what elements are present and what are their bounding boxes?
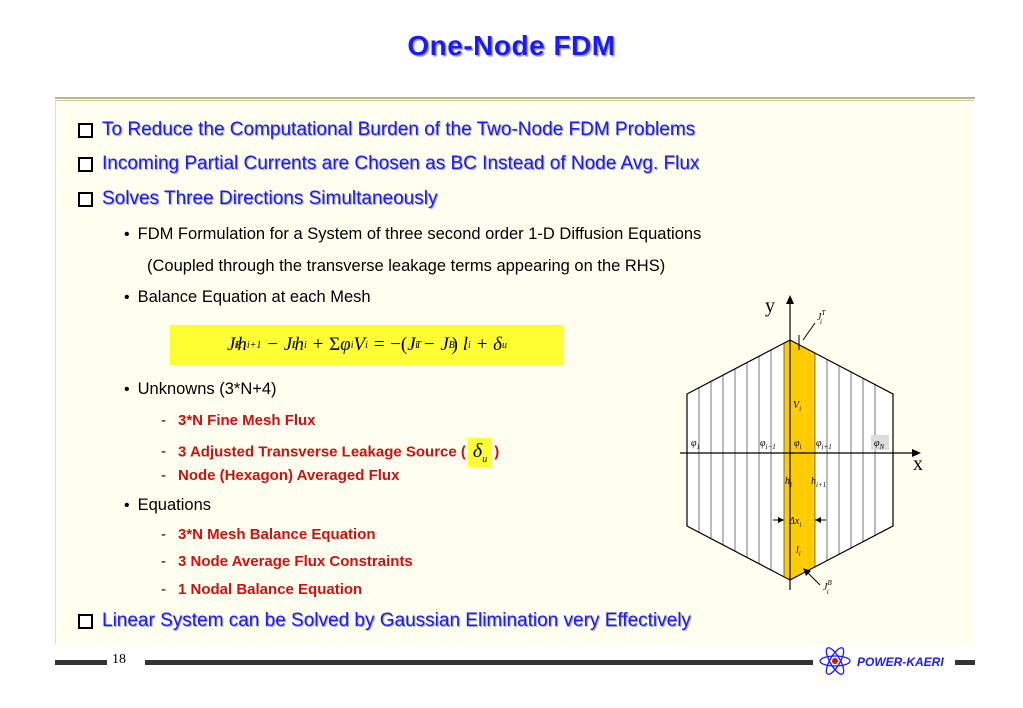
bullet-2-text: Incoming Partial Currents are Chosen as … (102, 153, 700, 174)
sub-bullet-fdm: • FDM Formulation for a System of three s… (124, 225, 701, 244)
sub-unknowns-text: Unknowns (3*N+4) (137, 380, 277, 398)
footer-rule-middle (145, 660, 813, 665)
highlighted-mesh (783, 340, 816, 580)
sub-bullet-unknowns: • Unknowns (3*N+4) (124, 380, 277, 399)
checkbox-bullet-icon (78, 156, 93, 172)
bullet-2: Incoming Partial Currents are Chosen as … (78, 153, 699, 175)
dot-bullet-icon: • (124, 381, 130, 398)
hi-label: hi (785, 476, 792, 489)
li-label: li (796, 545, 801, 558)
equation-item-3: -1 Nodal Balance Equation (161, 581, 363, 598)
dx-label: Δxi (788, 516, 801, 529)
dx-left-arrow-icon (778, 517, 784, 523)
fdm-note: (Coupled through the transverse leakage … (147, 257, 666, 275)
bullet-4: Linear System can be Solved by Gaussian … (78, 610, 691, 632)
y-axis-label: y (765, 295, 775, 317)
x-axis-label: x (913, 453, 923, 475)
checkbox-bullet-icon (78, 613, 93, 629)
checkbox-bullet-icon (78, 191, 93, 207)
unknown-item-3: -Node (Hexagon) Averaged Flux (161, 467, 400, 484)
dot-bullet-icon: • (124, 497, 130, 514)
bullet-3-text: Solves Three Directions Simultaneously (102, 188, 438, 209)
page-title: One-Node FDM (407, 30, 616, 61)
page-number: 18 (112, 652, 126, 667)
delta-symbol: δu (467, 438, 493, 467)
top-rule (55, 97, 975, 99)
bullet-4-text: Linear System can be Solved by Gaussian … (102, 610, 691, 631)
footer-rule-right (955, 660, 975, 665)
logo-text: POWER-KAERI (857, 655, 944, 669)
phi-n-bg (871, 435, 889, 450)
bullet-1: To Reduce the Computational Burden of th… (78, 119, 695, 141)
x-axis-arrow-icon (912, 449, 921, 457)
sub-equations-text: Equations (137, 496, 211, 514)
checkbox-bullet-icon (78, 122, 93, 138)
phi-n-label: φN (874, 438, 885, 451)
bullet-1-text: To Reduce the Computational Burden of th… (102, 119, 696, 140)
unknown-item-1: -3*N Fine Mesh Flux (161, 412, 316, 429)
y-axis-arrow-icon (786, 295, 794, 304)
phi1-label: φ1 (691, 438, 700, 451)
vi-label: Vi (793, 400, 801, 413)
sub-bullet-equations: • Equations (124, 496, 211, 515)
mesh-lines (698, 340, 876, 580)
bullet-3: Solves Three Directions Simultaneously (78, 188, 437, 210)
footer-rule-left (55, 660, 107, 665)
unknown-item-2: -3 Adjusted Transverse Leakage Source (δ… (161, 438, 500, 467)
sub-bullet-balance: • Balance Equation at each Mesh (124, 288, 371, 307)
dot-bullet-icon: • (124, 226, 130, 243)
jt-leader (802, 322, 816, 341)
phi-i-label: φi (794, 438, 802, 451)
sub-fdm-text: FDM Formulation for a System of three se… (137, 225, 702, 243)
sub-balance-text: Balance Equation at each Mesh (137, 288, 371, 306)
jb-arrow-icon (803, 568, 811, 576)
atom-logo-icon (819, 647, 851, 675)
dx-right-arrow-icon (815, 517, 821, 523)
dot-bullet-icon: • (124, 289, 130, 306)
equation-item-2: -3 Node Average Flux Constraints (161, 553, 413, 570)
equation-item-1: -3*N Mesh Balance Equation (161, 526, 376, 543)
